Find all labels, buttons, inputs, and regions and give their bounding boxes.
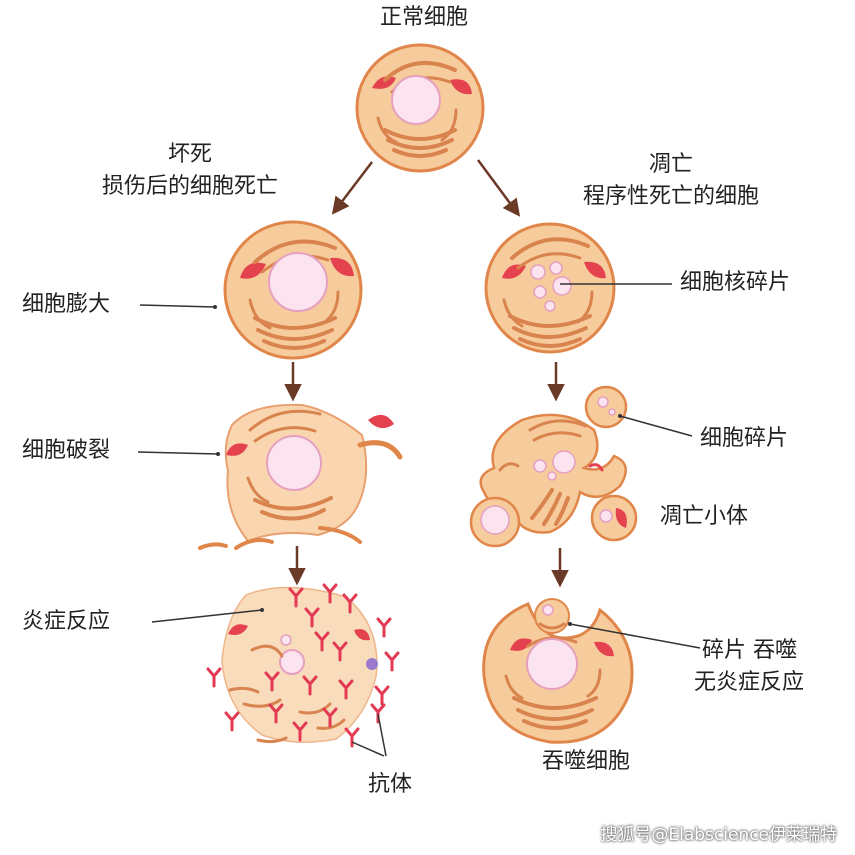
label-phagocytosis-line2: 无炎症反应 bbox=[694, 670, 805, 695]
label-apoptosis-subtitle: 程序性死亡的细胞 bbox=[582, 184, 760, 209]
arrow-to-necrosis bbox=[331, 161, 373, 215]
arrow-to-apoptosis bbox=[476, 159, 521, 217]
label-necrosis: 坏死 bbox=[167, 142, 213, 167]
pointer-antibody-1 bbox=[351, 741, 385, 757]
label-cell-fragment: 细胞碎片 bbox=[700, 426, 789, 451]
label-antibody: 抗体 bbox=[368, 772, 413, 797]
normal-cell bbox=[355, 43, 485, 173]
label-cell-rupture: 细胞破裂 bbox=[22, 438, 111, 463]
label-cell-swelling: 细胞膨大 bbox=[22, 292, 111, 317]
label-apoptosis: 凋亡 bbox=[648, 152, 694, 177]
watermark: 搜狐号@Elabscience伊莱瑞特 bbox=[600, 825, 837, 845]
label-phagocyte: 吞噬细胞 bbox=[541, 749, 631, 774]
apoptotic-body-left bbox=[469, 496, 521, 548]
pointer-phagocytosis bbox=[569, 623, 701, 649]
ruptured-cell bbox=[198, 403, 403, 550]
pointer-rupture bbox=[137, 451, 219, 455]
cell-fragment-small bbox=[584, 385, 628, 429]
label-phagocytosis-line1: 碎片 吞噬 bbox=[702, 638, 797, 663]
pointer-swelling bbox=[139, 304, 216, 308]
label-apoptotic-body: 凋亡小体 bbox=[660, 504, 749, 529]
apoptotic-body-right bbox=[590, 494, 638, 542]
swollen-cell bbox=[223, 220, 363, 360]
cell-fragmentation bbox=[479, 413, 627, 534]
inflammation-cell bbox=[221, 586, 378, 744]
pointer-inflammation bbox=[151, 609, 263, 623]
label-necrosis-subtitle: 损伤后的细胞死亡 bbox=[101, 174, 279, 199]
nuclear-fragment-cell bbox=[484, 222, 616, 354]
label-inflammation: 炎症反应 bbox=[22, 609, 111, 634]
pointer-antibody-2 bbox=[377, 713, 387, 757]
antibody-group bbox=[206, 583, 400, 748]
label-nuclear-fragment: 细胞核碎片 bbox=[680, 270, 791, 295]
pointer-cell-fragment bbox=[619, 415, 693, 437]
phagocyte-cell bbox=[482, 598, 634, 744]
label-normal-cell: 正常细胞 bbox=[379, 5, 469, 30]
